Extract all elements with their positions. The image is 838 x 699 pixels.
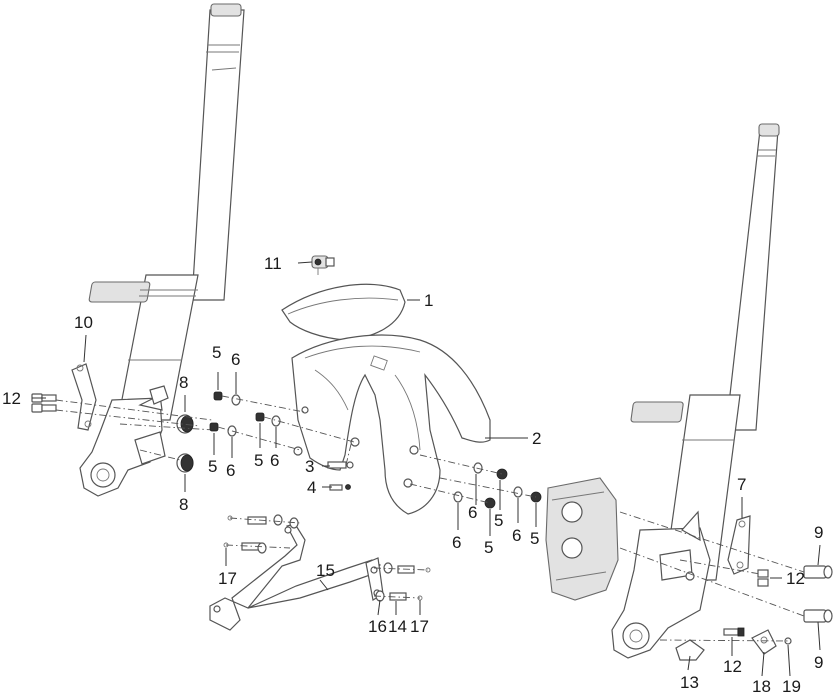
sensor-connector-part (311, 255, 335, 275)
right-fork-bottom (611, 510, 711, 659)
right-bracket-7 (727, 515, 751, 575)
callout-labels: 1 2 3 4 5 5 5 5 5 5 6 6 6 6 6 6 7 8 8 9 … (2, 254, 823, 696)
fender-dash-lines (217, 395, 537, 504)
callout-9-a: 9 (814, 523, 823, 542)
callout-5-e: 5 (484, 538, 493, 557)
callout-15: 15 (316, 561, 335, 580)
callout-12-a: 12 (2, 389, 21, 408)
callout-6-e: 6 (452, 533, 461, 552)
callout-17-a: 17 (218, 569, 237, 588)
callout-16: 16 (368, 617, 387, 636)
callout-10: 10 (74, 313, 93, 332)
callout-6-a: 6 (231, 350, 240, 369)
callout-11: 11 (264, 254, 282, 273)
left-fork-leg (88, 3, 245, 421)
callout-19: 19 (782, 677, 801, 696)
callout-1: 1 (424, 291, 433, 310)
callout-8-b: 8 (179, 495, 188, 514)
callout-9-b: 9 (814, 653, 823, 672)
main-fender-part (291, 334, 491, 515)
callout-5-b: 5 (208, 457, 217, 476)
callout-4: 4 (307, 478, 316, 497)
right-fork-leg (630, 123, 780, 581)
callout-2: 2 (532, 429, 541, 448)
callout-6-b: 6 (226, 461, 235, 480)
left-caps-8 (176, 414, 194, 473)
callout-5-a: 5 (212, 343, 221, 362)
callout-6-f: 6 (512, 526, 521, 545)
callout-12-c: 12 (723, 657, 742, 676)
callout-5-c: 5 (254, 451, 263, 470)
leader-lines (32, 261, 821, 677)
lower-bracket-fasteners (223, 514, 431, 602)
callout-13: 13 (680, 673, 699, 692)
callout-6-d: 6 (468, 503, 477, 522)
callout-17-b: 17 (410, 617, 429, 636)
callout-8-a: 8 (179, 373, 188, 392)
callout-14: 14 (388, 617, 407, 636)
callout-7: 7 (737, 475, 746, 494)
top-fender-part (281, 283, 406, 341)
callout-18: 18 (752, 677, 771, 696)
callout-6-c: 6 (270, 451, 279, 470)
callout-5-f: 5 (530, 529, 539, 548)
callout-12-b: 12 (786, 569, 805, 588)
callout-3: 3 (305, 457, 314, 476)
sensor-bracket-parts (659, 627, 792, 661)
right-bolts-9-12 (619, 511, 833, 623)
fender-bolts-and-washers (209, 391, 542, 509)
callout-5-d: 5 (494, 511, 503, 530)
brake-caliper-part (545, 477, 619, 601)
left-brake-bracket (71, 363, 97, 431)
left-bolts-12 (31, 393, 57, 413)
left-dash-lines (55, 399, 215, 461)
